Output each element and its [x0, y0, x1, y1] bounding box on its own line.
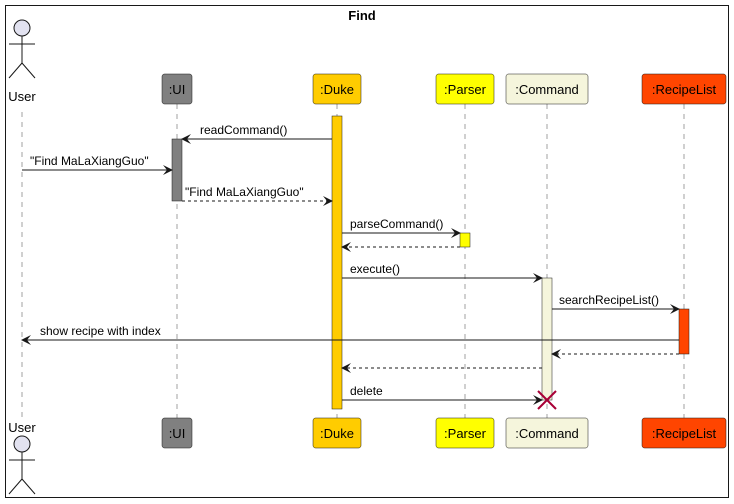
message-0: readCommand()	[181, 123, 332, 144]
participant-recipelist-bottom: :RecipeList	[641, 417, 727, 449]
actor-user-top: User	[8, 19, 36, 104]
participant-ui-top: :UI	[161, 73, 193, 105]
actor-user-bottom: User	[8, 420, 36, 495]
message-label: searchRecipeList()	[559, 293, 659, 307]
message-label: "Find MaLaXiangGuo"	[30, 154, 149, 168]
participant-command-bottom: :Command	[505, 417, 589, 449]
message-6: searchRecipeList()	[552, 293, 680, 314]
participant-label: :UI	[169, 82, 186, 97]
message-label: parseCommand()	[350, 217, 443, 231]
message-2: "Find MaLaXiangGuo"	[182, 185, 333, 206]
message-label: delete	[350, 384, 383, 398]
participant-duke-bottom: :Duke	[312, 417, 362, 449]
actor-icon	[13, 19, 31, 37]
participant-label: :Parser	[444, 426, 487, 441]
participant-label: :RecipeList	[652, 426, 717, 441]
participant-label: :Duke	[320, 426, 354, 441]
message-5: execute()	[342, 262, 543, 283]
message-label: show recipe with index	[40, 324, 161, 338]
actor-icon	[13, 435, 31, 453]
message-3: parseCommand()	[342, 217, 461, 238]
participant-label: :Command	[515, 82, 579, 97]
message-1: "Find MaLaXiangGuo"	[22, 154, 173, 175]
message-10: delete	[342, 384, 557, 410]
activation-recipelist	[678, 308, 690, 355]
participant-label: :Command	[515, 426, 579, 441]
participant-heads: UserUser:UI:UI:Duke:Duke:Parser:Parser:C…	[8, 19, 727, 495]
participant-recipelist-top: :RecipeList	[641, 73, 727, 105]
participant-ui-bottom: :UI	[161, 417, 193, 449]
participant-command-top: :Command	[505, 73, 589, 105]
messages: readCommand() "Find MaLaXiangGuo" "Find Ma…	[21, 123, 680, 410]
activation-bars	[171, 115, 690, 410]
participant-parser-bottom: :Parser	[435, 417, 495, 449]
activation-ui	[171, 138, 183, 202]
activation-duke	[331, 115, 343, 410]
diagram-title: Find	[348, 8, 375, 23]
activation-command	[541, 277, 553, 401]
message-label: execute()	[350, 262, 400, 276]
participant-label: :Duke	[320, 82, 354, 97]
destroy-marker	[537, 390, 557, 410]
participant-duke-top: :Duke	[312, 73, 362, 105]
message-7: show recipe with index	[21, 324, 679, 345]
participant-label: :RecipeList	[652, 82, 717, 97]
diagram-frame	[5, 5, 729, 498]
message-label: "Find MaLaXiangGuo"	[185, 185, 304, 199]
activation-parser	[459, 232, 471, 248]
message-label: readCommand()	[200, 123, 287, 137]
participant-label: :UI	[169, 426, 186, 441]
participant-parser-top: :Parser	[435, 73, 495, 105]
actor-label: User	[8, 89, 36, 104]
actor-label: User	[8, 420, 36, 435]
participant-label: :Parser	[444, 82, 487, 97]
